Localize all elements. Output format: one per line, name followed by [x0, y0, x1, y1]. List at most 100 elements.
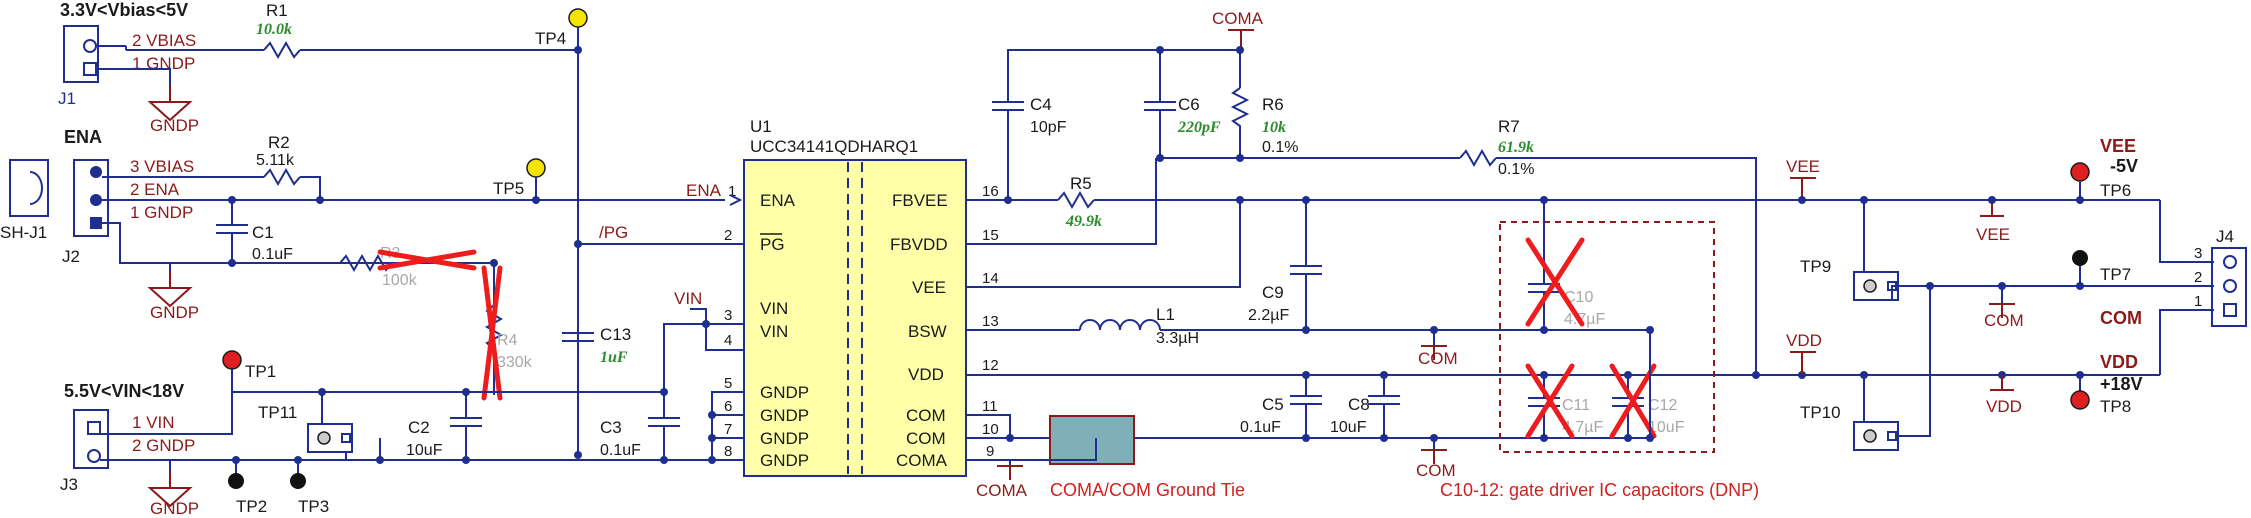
u1-pin-gndp-7: GNDP: [760, 429, 809, 448]
com-label-mid: COM: [1418, 349, 1458, 368]
c5-value: 0.1uF: [1240, 419, 1281, 436]
shunt-sh-j1: SH-J1: [0, 159, 49, 242]
c13-ref: C13: [600, 325, 631, 344]
tp1-marker: [222, 350, 242, 370]
pin-9-num: 9: [986, 443, 994, 460]
pin-12-num: 12: [982, 357, 999, 374]
j4-pin1: 1: [2194, 293, 2202, 310]
c8-value: 10uF: [1330, 419, 1367, 436]
c6-value: 220pF: [1177, 119, 1221, 136]
r2-ref: R2: [268, 133, 290, 152]
tp5-marker: [526, 158, 546, 178]
ground-tie-pad: [1049, 415, 1135, 465]
tp10-marker: [1853, 421, 1899, 451]
c2-value: 10uF: [406, 442, 443, 459]
com-label-bottom: COM: [1416, 461, 1456, 480]
tp4-label: TP4: [535, 29, 566, 48]
coma-bottom-label: COMA: [976, 481, 1028, 500]
c13-value: 1uF: [600, 349, 628, 366]
gndp-label-j1: GNDP: [150, 116, 199, 135]
ena-net-label: ENA: [686, 181, 722, 200]
u1-pin-vin-b: VIN: [760, 322, 788, 341]
j3-pin2-label: 2 GNDP: [132, 436, 195, 455]
u1-pin-gndp-6: GNDP: [760, 406, 809, 425]
tp7-label: TP7: [2100, 265, 2131, 284]
tp2-marker: [228, 473, 244, 489]
j2-pin2-label: 2 ENA: [130, 180, 180, 199]
pin-10-num: 10: [982, 421, 999, 438]
tp3-label: TP3: [298, 497, 329, 516]
c12-value: 10uF: [1648, 419, 1685, 436]
c1-value: 0.1uF: [252, 246, 293, 263]
u1-pin-fbvee: FBVEE: [892, 191, 948, 210]
vdd-output-value: +18V: [2100, 374, 2143, 394]
pin-15-num: 15: [982, 227, 999, 244]
c10-value: 4.7µF: [1564, 311, 1605, 328]
r4-value: 330k: [497, 354, 533, 371]
pin-7-num: 7: [724, 421, 732, 438]
pin-3-num: 3: [724, 307, 732, 324]
r7-tol: 0.1%: [1498, 161, 1534, 178]
c4-value: 10pF: [1030, 119, 1067, 136]
pin-6-num: 6: [724, 398, 732, 415]
j4-ref: J4: [2216, 227, 2234, 246]
tp10-label: TP10: [1800, 403, 1841, 422]
c11-value: 4.7µF: [1562, 419, 1603, 436]
j4-pin2: 2: [2194, 269, 2202, 286]
tp11-label: TP11: [258, 403, 297, 422]
vbias-range-heading: 3.3V<Vbias<5V: [60, 0, 188, 20]
c9-ref: C9: [1262, 283, 1284, 302]
c10-ref: C10: [1564, 289, 1593, 306]
u1-pin-coma: COMA: [896, 451, 948, 470]
connector-j4: 3 2 1: [2194, 245, 2247, 327]
pin-14-num: 14: [982, 270, 999, 287]
c12-ref: C12: [1648, 397, 1677, 414]
c4-ref: C4: [1030, 95, 1052, 114]
r6-ref: R6: [1262, 95, 1284, 114]
r7-ref: R7: [1498, 117, 1520, 136]
c8-ref: C8: [1348, 395, 1370, 414]
dnp-box: [1499, 221, 1715, 453]
j1-pin1-label: 1 GNDP: [132, 54, 195, 73]
r5-ref: R5: [1070, 174, 1092, 193]
connector-j1: J1 2 VBIAS 1 GNDP: [58, 25, 196, 108]
tp2-label: TP2: [236, 497, 267, 516]
r4-ref: R4: [497, 332, 518, 349]
shunt-ref: SH-J1: [0, 223, 47, 242]
r5-value: 49.9k: [1065, 213, 1102, 230]
gndp-label-j2: GNDP: [150, 303, 199, 322]
l1-value: 3.3µH: [1156, 330, 1199, 347]
tp3-marker: [290, 473, 306, 489]
tp4-marker: [568, 8, 588, 28]
connector-j2: J2 3 VBIAS 2 ENA 1 GNDP: [62, 157, 194, 266]
r6-value: 10k: [1262, 119, 1286, 136]
vee-label-top: VEE: [1786, 157, 1820, 176]
u1-part: UCC34141QDHARQ1: [750, 137, 918, 156]
pg-net-label: /PG: [599, 223, 628, 242]
connector-j3: J3 1 VIN 2 GNDP: [60, 409, 195, 494]
u1-pin-vin-a: VIN: [760, 299, 788, 318]
pin-16-num: 16: [982, 183, 999, 200]
u1-pin-ena: ENA: [760, 191, 796, 210]
u1-pin-fbvdd: FBVDD: [890, 235, 948, 254]
l1-ref: L1: [1156, 305, 1175, 324]
j2-pin3-label: 3 VBIAS: [130, 157, 194, 176]
pin-8-num: 8: [724, 443, 732, 460]
vee-output-title: VEE: [2100, 136, 2136, 156]
u1-pin-vee: VEE: [912, 278, 946, 297]
dnp-note: C10-12: gate driver IC capacitors (DNP): [1440, 480, 1759, 500]
j1-pin2-label: 2 VBIAS: [132, 31, 196, 50]
c3-value: 0.1uF: [600, 442, 641, 459]
r1-value: 10.0k: [256, 21, 292, 38]
u1-ref: U1: [750, 117, 772, 136]
ground-tie-note: COMA/COM Ground Tie: [1050, 480, 1245, 500]
c9-value: 2.2µF: [1248, 307, 1289, 324]
tp7-marker: [2072, 250, 2088, 266]
gndp-label-j3: GNDP: [150, 499, 199, 518]
vee-output-value: -5V: [2110, 156, 2138, 176]
r2-value: 5.11k: [256, 152, 295, 169]
tp6-label: TP6: [2100, 181, 2131, 200]
tp1-label: TP1: [245, 362, 276, 381]
j3-pin1-label: 1 VIN: [132, 413, 175, 432]
